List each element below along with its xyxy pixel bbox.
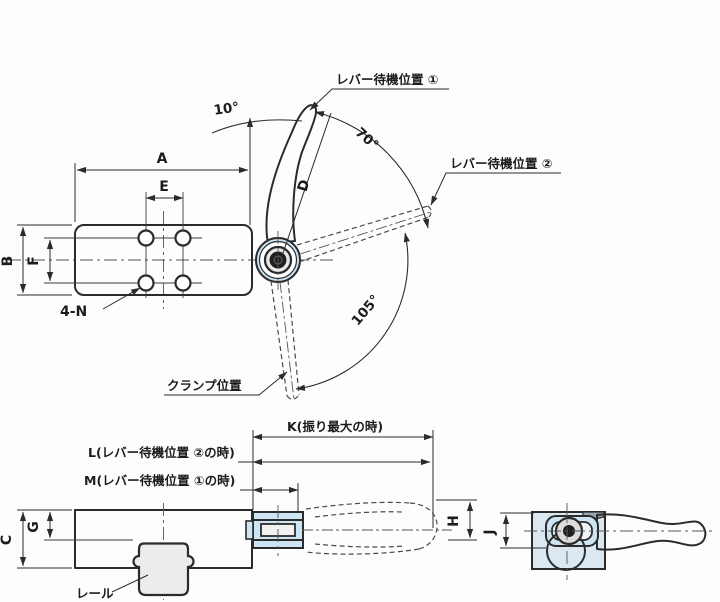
callout-lever-standby-1: レバー待機位置 ① — [309, 72, 449, 111]
dimension-e: E — [145, 179, 184, 202]
clamp-position-label: クランプ位置 — [167, 378, 242, 393]
angle-105: 105° — [295, 232, 410, 391]
dimension-c: C — [0, 509, 72, 569]
front-view: K(振り最大の時) L(レバー待機位置 ②の時) M(レバー待機位置 ①の時) … — [0, 419, 477, 601]
hole-note: 4-N — [60, 287, 141, 320]
cam-circle-center — [563, 525, 575, 537]
lever-phantom-clamp — [270, 279, 300, 401]
mounting-hole — [174, 229, 192, 247]
dim-k-label: K(振り最大の時) — [287, 419, 383, 434]
dimension-f: F — [26, 239, 54, 282]
dim-g-label: G — [26, 521, 42, 533]
angle-105-label: 105° — [349, 292, 384, 329]
dim-a-label: A — [157, 151, 168, 167]
lever-handle-side-view — [596, 513, 707, 551]
rail-label: レール — [76, 586, 114, 601]
callout-rail: レール — [76, 574, 149, 601]
dim-m-label: M(レバー待機位置 ①の時) — [84, 473, 235, 488]
callout-clamp-position: クランプ位置 — [164, 371, 288, 396]
dimension-b: B — [0, 224, 72, 296]
dimension-a: A — [74, 117, 254, 225]
dimension-l: L(レバー待機位置 ②の時) — [88, 445, 431, 466]
dim-e-label: E — [159, 179, 169, 195]
lever-phantom-front — [302, 501, 452, 555]
dimension-h: H — [436, 499, 477, 541]
rail-profile — [132, 542, 195, 597]
dim-l-label: L(レバー待機位置 ②の時) — [88, 445, 235, 460]
dimension-k: K(振り最大の時) — [252, 419, 434, 528]
lever-standby-1-label: レバー待機位置 ① — [336, 72, 438, 87]
angle-10-label: 10° — [213, 99, 241, 118]
dim-b-label: B — [0, 256, 16, 267]
side-view: J — [482, 503, 713, 580]
lever-phantom-position-2 — [296, 205, 432, 263]
pivot-hub-front — [245, 505, 304, 556]
lever-standby-2-label: レバー待機位置 ② — [450, 156, 552, 171]
dimension-d: D — [281, 112, 332, 257]
dimension-m: M(レバー待機位置 ①の時) — [84, 473, 299, 512]
dim-c-label: C — [0, 535, 15, 545]
mounting-hole — [137, 229, 155, 247]
hub-front-tab — [245, 520, 254, 540]
dim-j-label: J — [482, 529, 498, 535]
dim-h-label: H — [446, 515, 462, 527]
dim-d-label: D — [295, 178, 314, 194]
dimension-g: G — [26, 511, 54, 539]
clamp-body-top — [74, 224, 253, 296]
callout-lever-standby-2: レバー待機位置 ② — [430, 156, 561, 206]
mounting-hole — [174, 274, 192, 292]
angle-10: 10° — [211, 99, 303, 134]
mounting-hole — [137, 274, 155, 292]
dim-f-label: F — [26, 256, 42, 266]
dimension-j: J — [482, 512, 546, 549]
lever-handle-top-view — [265, 104, 318, 245]
pivot-hub — [255, 231, 301, 290]
hole-note-label: 4-N — [60, 304, 87, 320]
top-view: A E B F 4-N — [0, 72, 561, 401]
